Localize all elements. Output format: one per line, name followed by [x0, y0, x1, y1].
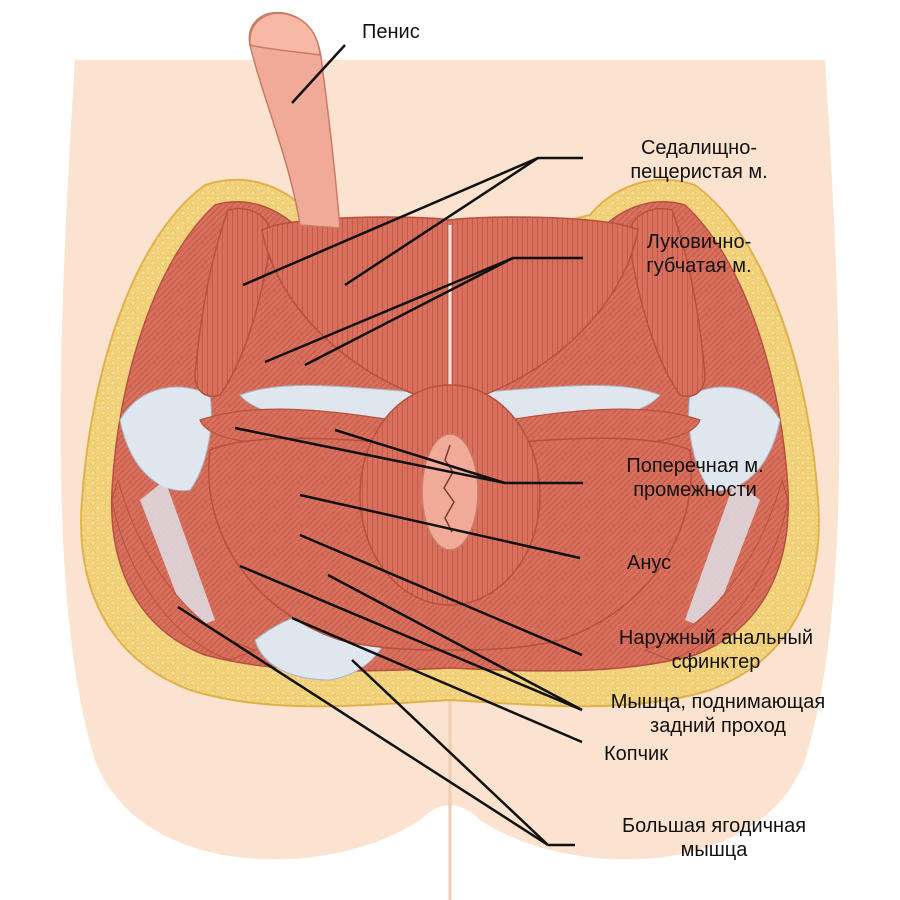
leader-transverse-2 [334, 428, 506, 485]
label-penis-text: Пенис [362, 21, 420, 43]
label-sphincter-line1: Наружный анальный [618, 627, 814, 649]
leader-lines [177, 44, 583, 847]
label-levator-line1: Мышца, поднимающая [610, 691, 826, 713]
leader-gluteus-2 [351, 659, 549, 846]
anus-slit [443, 444, 455, 533]
label-anus: Анус [627, 551, 671, 575]
fascia-side-left [140, 480, 215, 630]
fascia-right [688, 386, 781, 492]
fascia-side-right [685, 480, 760, 630]
label-anus-text: Анус [627, 552, 672, 574]
label-ischiocavernosus-line1: Седалищно- [640, 137, 758, 159]
label-bulbospongiosus-line1: Луковично- [646, 231, 752, 253]
leader-coccyx [291, 616, 583, 744]
leader-anus [299, 493, 581, 560]
label-levator-line2: задний проход [650, 715, 786, 737]
leader-gluteus [177, 605, 549, 847]
leader-levator-2 [327, 573, 583, 712]
leader-ischiocavernosus-2 [344, 156, 539, 287]
label-penis: Пенис [362, 20, 420, 44]
label-gluteus-line1: Большая ягодичная [621, 815, 807, 837]
label-bulbospongiosus: Луковично- губчатая м. [594, 230, 804, 278]
label-coccyx: Копчик [604, 742, 668, 766]
label-bulbospongiosus-line2: губчатая м. [646, 255, 752, 277]
label-transverse-line1: Поперечная м. [626, 455, 764, 477]
label-external-anal-sphincter: Наружный анальный сфинктер [596, 626, 836, 674]
label-gluteus-maximus: Большая ягодичная мышца [594, 814, 834, 862]
leader-sphincter [299, 533, 583, 657]
leader-levator [239, 564, 583, 712]
gluteus-right [643, 478, 789, 661]
label-coccyx-text: Копчик [604, 743, 668, 765]
fascia-left [119, 386, 212, 492]
gluteus-left [111, 478, 257, 661]
label-sphincter-line2: сфинктер [671, 651, 761, 673]
label-gluteus-line2: мышца [680, 839, 748, 861]
label-transverse-perineal: Поперечная м. промежности [590, 454, 800, 502]
label-ischiocavernosus: Седалищно- пещеристая м. [594, 136, 804, 184]
leader-penis [291, 44, 346, 104]
leader-bulbospongiosus-2 [304, 256, 514, 367]
label-levator-ani: Мышца, поднимающая задний проход [588, 690, 848, 738]
label-ischiocavernosus-line2: пещеристая м. [630, 161, 768, 183]
penis-glans [249, 12, 321, 56]
label-transverse-line2: промежности [633, 479, 757, 501]
anus [421, 433, 479, 551]
